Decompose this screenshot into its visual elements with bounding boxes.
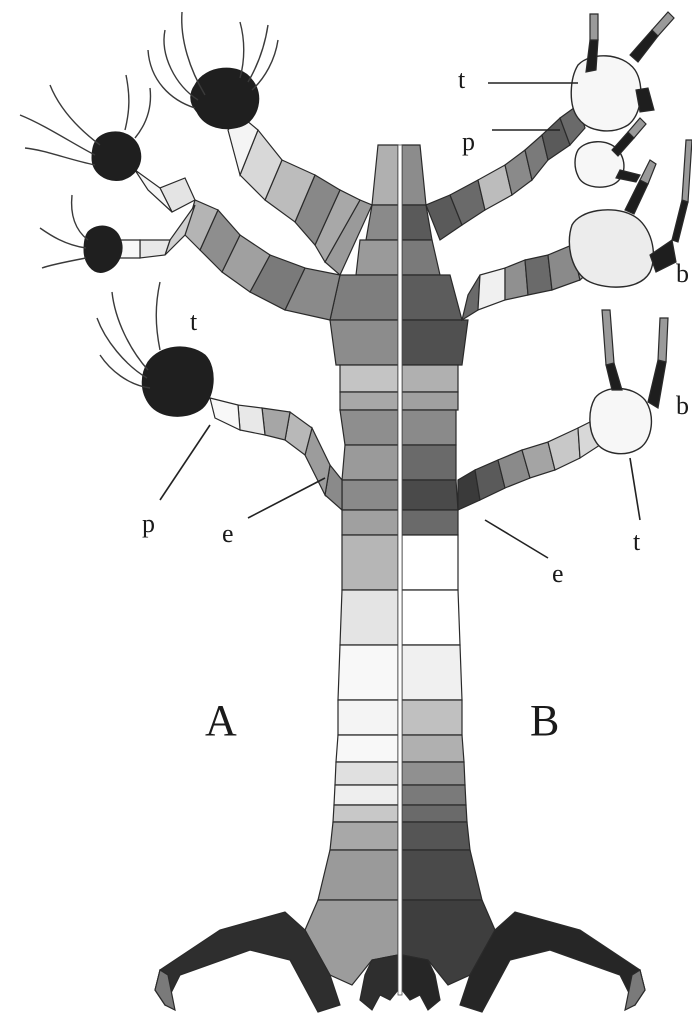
trunk-b-seg-15 (402, 700, 462, 735)
b-ant-4b (648, 360, 666, 408)
b-ant-4b-tip (658, 318, 668, 362)
b-bulb-3 (569, 210, 653, 287)
trunk-divider (398, 145, 402, 995)
trunk-b-seg-8 (402, 410, 456, 445)
trunk-a-seg-10 (342, 480, 398, 510)
trunk-a-seg-5 (330, 320, 398, 365)
trunk-a-seg-20 (330, 822, 398, 850)
trunk-a-seg-21 (318, 850, 398, 900)
trunk-a-seg-15 (338, 700, 398, 735)
a-tuft-blob-3 (84, 226, 122, 272)
trunk-a-seg-8 (340, 410, 398, 445)
trunk-a-seg-9 (342, 445, 398, 480)
trunk-b-seg-18 (402, 785, 466, 805)
trunk-a-seg-7 (340, 392, 398, 410)
label-t-top-right: t (458, 65, 466, 94)
b-ant-3b (650, 240, 676, 272)
label-p-top-right: p (462, 127, 475, 156)
panel-label-b: B (530, 696, 559, 745)
a-branch3-seg-6 (210, 398, 240, 430)
trunk-b-seg-16 (402, 735, 464, 762)
trunk-b-seg-3 (402, 240, 440, 275)
b-branch2-seg-3 (505, 260, 528, 300)
label-b-lower-right: b (676, 391, 689, 420)
trunk-a-seg-11 (342, 510, 398, 535)
trunk-b-seg-13 (402, 590, 460, 645)
b-ant-4a (606, 363, 622, 390)
trunk-b-seg-5 (402, 320, 468, 365)
b-ant-1a (586, 40, 598, 72)
leader-t-right (630, 458, 640, 520)
b-ant-4a-tip (602, 310, 614, 365)
trunk-b-seg-19 (402, 805, 467, 822)
trunk-b-seg-14 (402, 645, 462, 700)
a-tuft-blob-2 (92, 132, 141, 181)
b-branch2-seg-1 (462, 275, 480, 320)
trunk-b-seg-11 (402, 510, 458, 535)
label-t-left: t (190, 307, 198, 336)
trunk-a-seg-17 (335, 762, 398, 785)
b-ant-3b-stem (672, 200, 688, 242)
label-e-left: e (222, 519, 234, 548)
trunk-b-seg-17 (402, 762, 465, 785)
panel-label-a: A (205, 696, 237, 745)
a-branch2-fork-lo-2 (140, 240, 170, 258)
a-tuft-blob-4 (142, 347, 213, 416)
label-p-left: p (142, 509, 155, 538)
b-ant-1b (630, 30, 658, 62)
trunk-a-seg-12 (342, 535, 398, 590)
trunk-b-seg-7 (402, 392, 458, 410)
b-bulb-1 (571, 56, 641, 131)
b-ant-2a (612, 132, 634, 156)
trunk-a-seg-13 (340, 590, 398, 645)
b-ant-3a-tip (640, 160, 656, 184)
trunk-a-seg-18 (334, 785, 398, 805)
left-filaments (20, 12, 278, 388)
trunk-a-seg-14 (338, 645, 398, 700)
label-t-right: t (633, 527, 641, 556)
trunk-b-seg-12 (402, 535, 458, 590)
b-ant-3a (625, 180, 648, 214)
a-branch3-seg-4 (262, 408, 290, 440)
trunk-b-seg-9 (402, 445, 456, 480)
b-ant-1b-tip (652, 12, 674, 36)
leader-p-left (160, 425, 210, 500)
trunk-a-seg-6 (340, 365, 398, 392)
a-tuft-blob-1 (191, 68, 259, 129)
trunk-b-seg-21 (402, 850, 482, 900)
b-branch2-seg-4 (525, 255, 552, 295)
label-b-upper-right: b (676, 259, 689, 288)
leader-e-right (485, 520, 548, 558)
b-bulb-4 (590, 388, 652, 453)
a-branch3-seg-5 (238, 405, 265, 435)
trunk-a-seg-19 (333, 805, 398, 822)
a-branch2-fork-up-1 (160, 178, 195, 212)
trunk-b-seg-6 (402, 365, 458, 392)
b-ant-3b-tip (682, 140, 692, 202)
trunk-b-seg-1 (402, 145, 426, 205)
right-bulbs (569, 56, 653, 454)
trunk-a-seg-3 (356, 240, 398, 275)
trunk-b-seg-20 (402, 822, 470, 850)
b-ant-1a-tip (590, 14, 598, 40)
trunk-a-seg-16 (336, 735, 398, 762)
trunk-a-seg-2 (366, 205, 398, 240)
trunk-b-seg-10 (402, 480, 458, 510)
b-branch2-seg-2 (478, 268, 505, 310)
trunk-a-seg-4 (330, 275, 398, 320)
leader-e-left (248, 478, 325, 518)
label-e-right: e (552, 559, 564, 588)
trunk-a-seg-1 (372, 145, 398, 205)
trunk-b-seg-4 (402, 275, 462, 320)
